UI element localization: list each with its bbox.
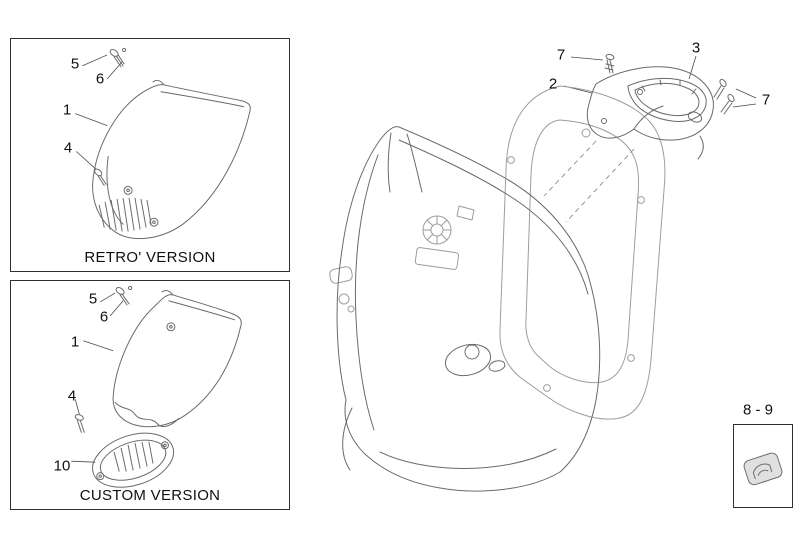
fastener-box-label: 8 - 9 (742, 401, 774, 419)
front-shield-drawing (336, 126, 601, 492)
screw-icon-left (74, 414, 85, 433)
screw-icon-left (94, 168, 107, 186)
custom-version-label: CUSTOM VERSION (79, 487, 221, 504)
callout-main-3: 3 (691, 39, 701, 57)
clip-fastener-icon (743, 452, 783, 486)
callout-retro-1: 1 (62, 101, 72, 119)
callout-retro-4: 4 (63, 139, 73, 157)
callout-retro-5: 5 (70, 55, 80, 73)
retro-shield-outline (92, 79, 251, 240)
fastener-box (733, 424, 793, 508)
retro-version-label: RETRO' VERSION (84, 249, 216, 266)
callout-custom-5: 5 (88, 290, 98, 308)
callout-custom-10: 10 (53, 457, 71, 475)
leader-lines (71, 292, 124, 463)
grille-plate-outline (92, 432, 175, 488)
inner-frame-drawing (329, 85, 666, 420)
screw-icon-top (604, 53, 615, 74)
retro-shield-drawing (75, 47, 251, 240)
callout-retro-6: 6 (95, 70, 105, 88)
screw-icon-top (115, 285, 133, 306)
callout-custom-4: 4 (67, 387, 77, 405)
retro-version-panel: RETRO' VERSION (10, 38, 290, 272)
callout-main-2: 2 (548, 75, 558, 93)
custom-shield-outline (112, 290, 242, 428)
handlebar-cover-drawing (586, 66, 714, 160)
screw-icon-right-pair (713, 78, 735, 115)
custom-version-panel: CUSTOM VERSION (10, 280, 290, 510)
callout-custom-6: 6 (99, 308, 109, 326)
cover-gasket-drawing (627, 77, 707, 122)
callout-custom-1: 1 (70, 333, 80, 351)
callout-main-7-top: 7 (556, 46, 566, 64)
callout-main-7-right: 7 (761, 91, 771, 109)
custom-shield-drawing (71, 285, 242, 488)
alignment-dashed-lines (543, 140, 635, 223)
screw-icon-top (109, 47, 127, 68)
